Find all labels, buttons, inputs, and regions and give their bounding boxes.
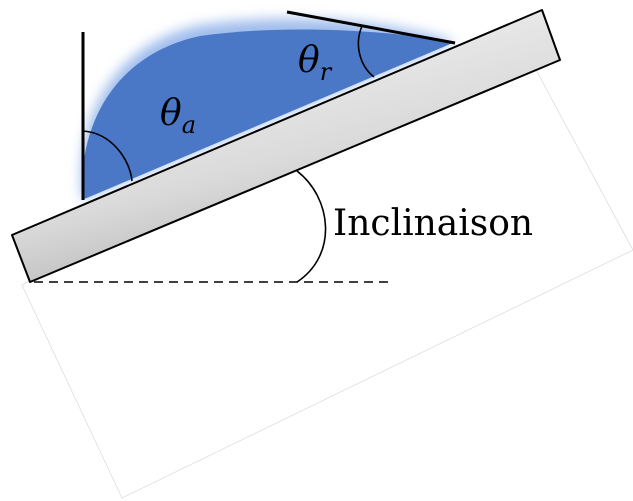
inclination-label: Inclinaison bbox=[333, 203, 533, 244]
advancing-angle-arc bbox=[82, 130, 133, 182]
inclination-arc bbox=[296, 170, 327, 283]
advancing-angle-label: θa bbox=[160, 93, 196, 139]
inclined-plate bbox=[11, 9, 561, 283]
droplet bbox=[81, 29, 455, 200]
receding-angle-arc bbox=[357, 25, 375, 78]
receding-angle-label: θr bbox=[298, 40, 333, 86]
receding-tangent-line bbox=[286, 10, 456, 45]
